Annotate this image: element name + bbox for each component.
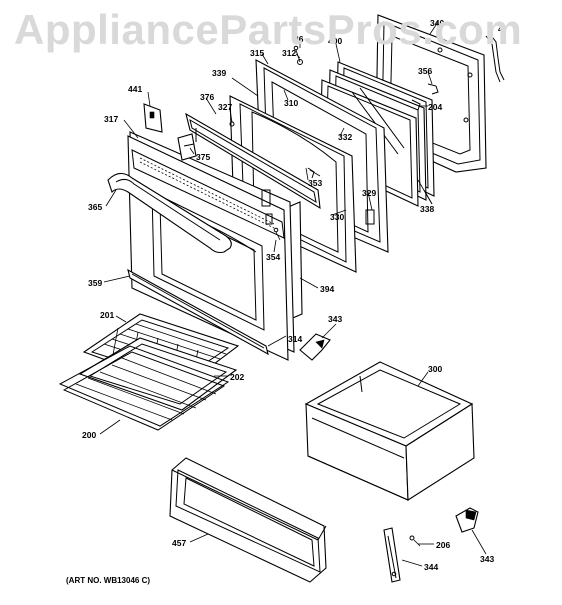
label-332: 332 bbox=[338, 132, 352, 142]
label-201: 201 bbox=[100, 310, 114, 320]
label-375: 375 bbox=[196, 152, 210, 162]
hinge-bracket-375 bbox=[177, 133, 197, 161]
label-344: 344 bbox=[424, 562, 438, 572]
label-200: 200 bbox=[82, 430, 96, 440]
door-handle-365 bbox=[107, 172, 232, 254]
clip-204 bbox=[411, 99, 421, 111]
label-4: 4 bbox=[498, 24, 503, 34]
clip-356 bbox=[427, 83, 439, 95]
label-315: 315 bbox=[250, 48, 264, 58]
broiler-pan-202 bbox=[78, 337, 238, 411]
label-204: 204 bbox=[428, 102, 442, 112]
label-356: 356 bbox=[418, 66, 432, 76]
label-400: 400 bbox=[328, 36, 342, 46]
bracket-441 bbox=[143, 103, 163, 133]
label-206: 206 bbox=[436, 540, 450, 550]
label-310: 310 bbox=[284, 98, 298, 108]
label-339: 339 bbox=[212, 68, 226, 78]
label-365: 365 bbox=[88, 202, 102, 212]
label-359: 359 bbox=[88, 278, 102, 288]
door-bottom-trim-359 bbox=[127, 268, 269, 356]
label-202: 202 bbox=[230, 372, 244, 382]
storage-drawer-300 bbox=[304, 361, 475, 501]
label-340: 340 bbox=[430, 18, 444, 28]
label-343-lower: 343 bbox=[480, 554, 494, 564]
drawer-hinge-343-lower bbox=[455, 507, 479, 533]
drawer-front-457 bbox=[169, 457, 327, 583]
label-376: 376 bbox=[200, 92, 214, 102]
label-441: 441 bbox=[128, 84, 142, 94]
door-frame-376 bbox=[185, 112, 321, 210]
callout-labels: 340 4 36 312 400 315 356 204 339 310 441… bbox=[82, 18, 503, 572]
oven-rack-200 bbox=[58, 345, 230, 431]
label-300: 300 bbox=[428, 364, 442, 374]
label-338: 338 bbox=[420, 204, 434, 214]
label-327: 327 bbox=[218, 102, 232, 112]
label-457: 457 bbox=[172, 538, 186, 548]
drawer-slide-344 bbox=[383, 527, 401, 583]
art-number: (ART NO. WB13046 C) bbox=[66, 576, 151, 585]
label-314: 314 bbox=[288, 334, 302, 344]
screw-206 bbox=[409, 535, 421, 547]
label-343: 343 bbox=[328, 314, 342, 324]
screw-354 bbox=[273, 227, 281, 241]
label-329: 329 bbox=[362, 188, 376, 198]
leader-lines bbox=[99, 21, 493, 567]
label-394: 394 bbox=[320, 284, 334, 294]
label-36: 36 bbox=[294, 34, 304, 44]
vent-slots bbox=[139, 157, 275, 229]
label-312: 312 bbox=[282, 48, 296, 58]
door-hinge-343-upper bbox=[299, 333, 331, 361]
label-354: 354 bbox=[266, 252, 280, 262]
label-353: 353 bbox=[308, 178, 322, 188]
label-330: 330 bbox=[330, 212, 344, 222]
label-317: 317 bbox=[104, 114, 118, 124]
door-gasket-4 bbox=[485, 33, 505, 83]
